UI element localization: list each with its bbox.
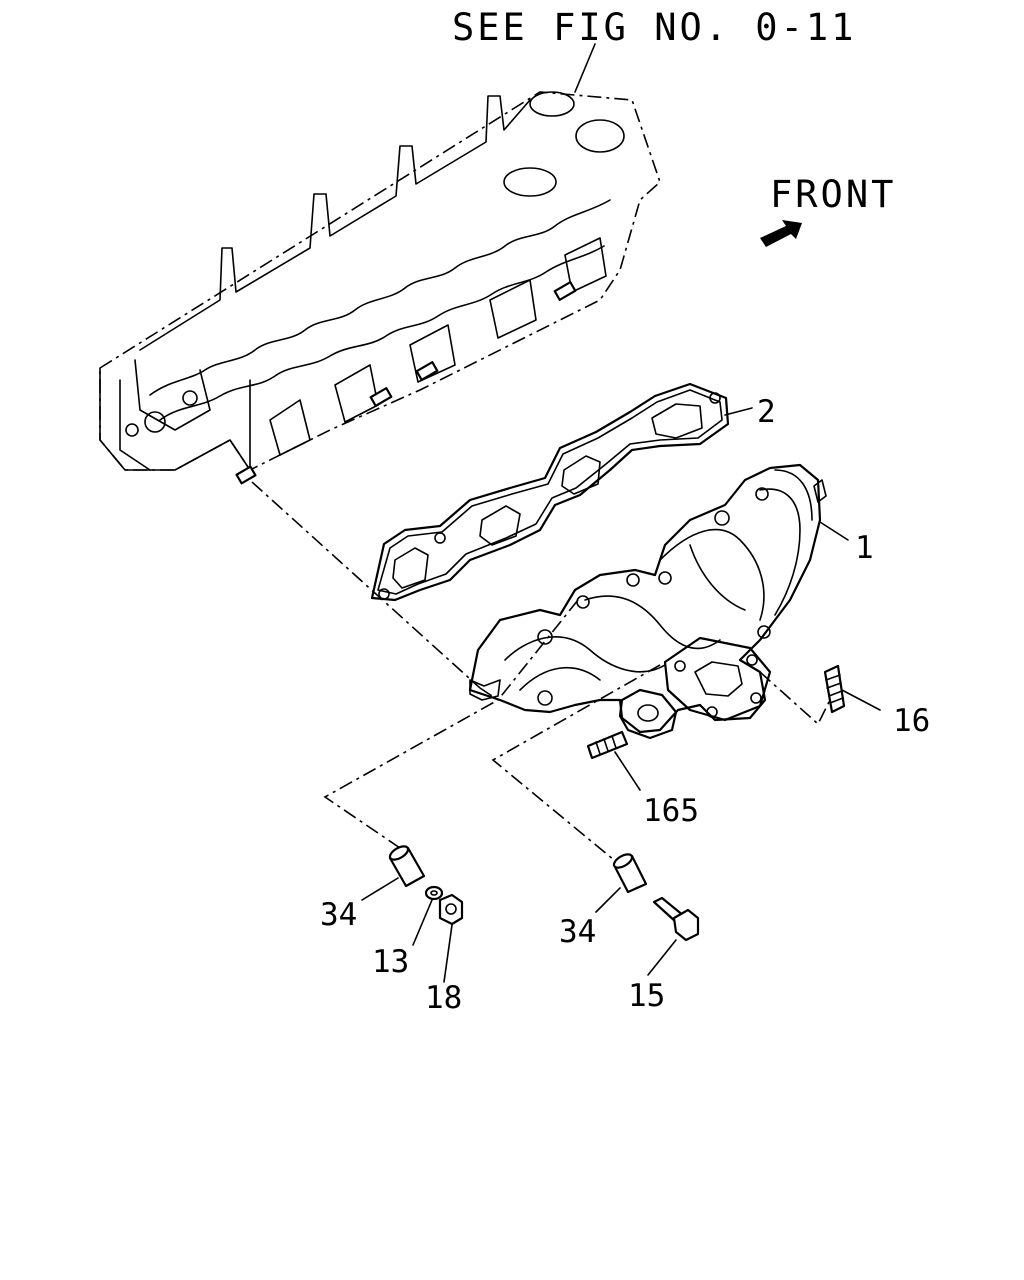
exhaust-manifold — [468, 463, 827, 740]
exhaust-manifold-gasket — [370, 382, 730, 602]
callout-washer: 13 — [372, 944, 409, 980]
front-label: FRONT — [770, 173, 896, 216]
callout-manifold: 1 — [855, 530, 874, 566]
callout-stud-16: 16 — [893, 703, 930, 739]
stud-165 — [586, 730, 629, 760]
see-fig-leader-line — [574, 43, 596, 93]
stud-16 — [823, 664, 846, 714]
callout-spacer-left: 34 — [320, 897, 357, 933]
callout-bolt: 15 — [628, 978, 665, 1014]
callout-gasket: 2 — [757, 394, 776, 430]
callout-leaders — [361, 407, 881, 983]
bolt — [652, 896, 700, 942]
washer — [424, 885, 444, 901]
callout-stud-165: 165 — [643, 793, 699, 829]
callout-spacer-right: 34 — [559, 914, 596, 950]
front-arrow-icon — [760, 220, 802, 247]
alignment-lines — [251, 481, 831, 861]
see-figure-reference: SEE FIG NO. 0-11 — [452, 6, 856, 49]
spacer-right — [612, 853, 648, 894]
nut — [438, 893, 464, 926]
callout-nut: 18 — [425, 980, 462, 1016]
spacer-left — [388, 845, 426, 888]
cylinder-head-phantom — [99, 91, 661, 485]
